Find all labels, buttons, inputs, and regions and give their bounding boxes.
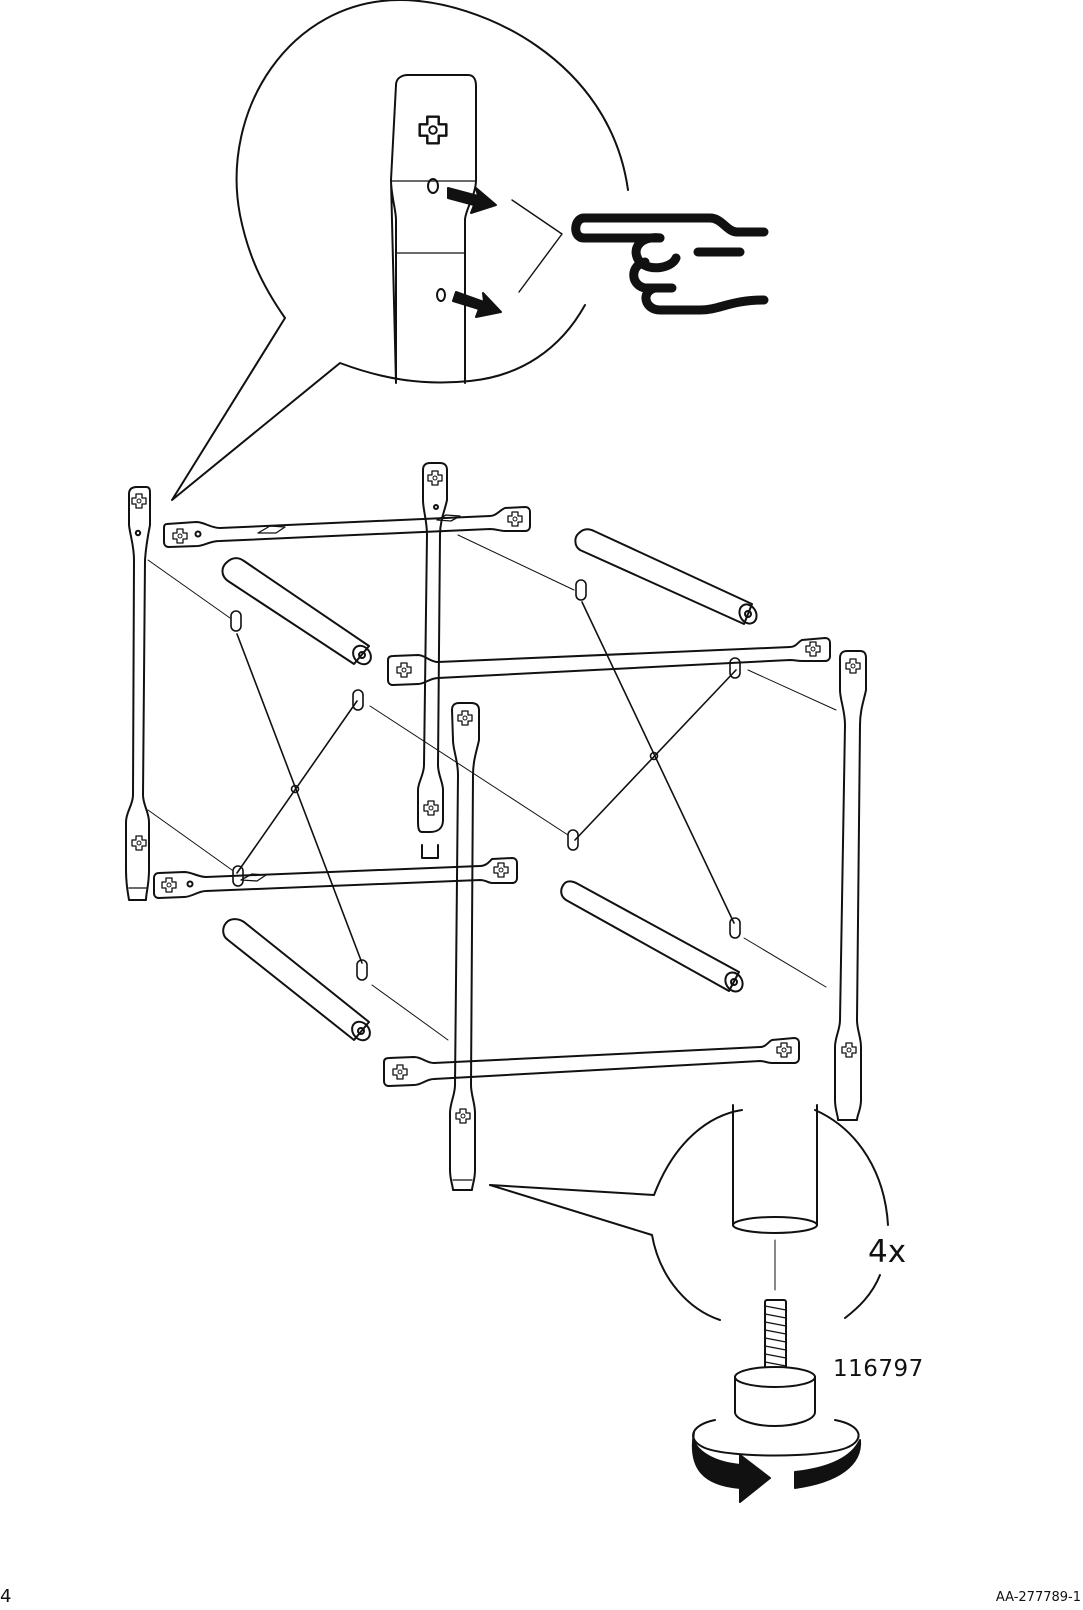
part-number: 116797 [833,1356,924,1382]
alignment-lines [148,535,836,1040]
pointing-hand-icon [576,218,764,310]
detail-callout-bottom [490,1105,888,1502]
cross-tubes [222,529,759,1044]
table-frame [126,463,866,1190]
page-number: 4 [0,1586,11,1607]
rotation-arrow-icon [693,1432,770,1502]
detail-callout-top [172,0,628,500]
arrow-icon [453,292,501,317]
arrow-icon [448,188,496,213]
tension-wires [231,580,740,980]
quantity-label: 4x [868,1234,906,1270]
rotation-arrow-icon [795,1440,860,1488]
document-id: AA-277789-1 [996,1590,1081,1605]
